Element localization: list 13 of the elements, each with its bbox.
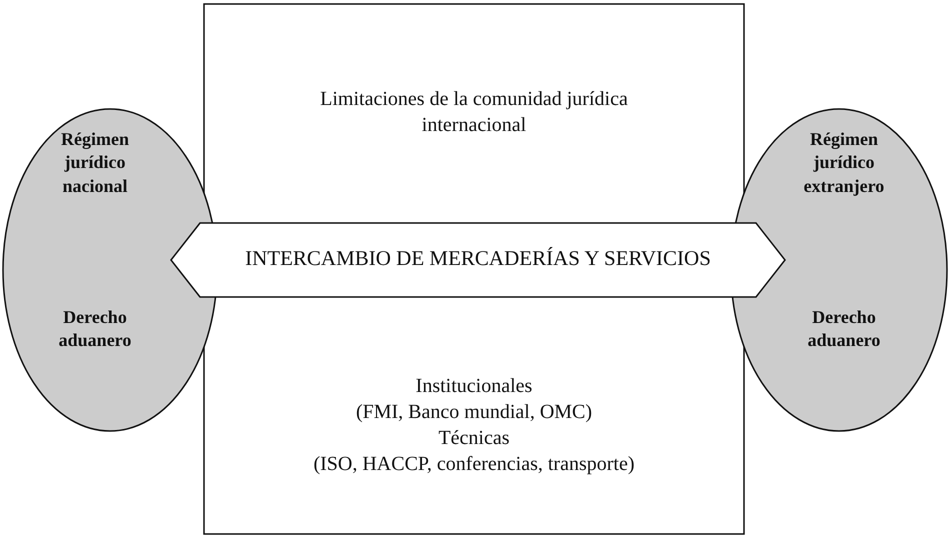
- double-arrow-shape: [170, 222, 786, 298]
- node-text: Institucionales: [414, 374, 534, 399]
- ellipse-node: [730, 108, 948, 432]
- node-text: Derecho aduanero: [58, 306, 132, 352]
- ellipse-node: [2, 108, 218, 432]
- node-text: Limitaciones de la comunidad jurídica internacional: [319, 87, 629, 138]
- node-text: Régimen jurídico nacional: [60, 128, 130, 198]
- node-text: INTERCAMBIO DE MERCADERÍAS Y SERVICIOS: [244, 245, 712, 272]
- node-text: (FMI, Banco mundial, OMC): [354, 400, 594, 425]
- node-text: Régimen jurídico extranjero: [802, 128, 886, 198]
- node-text: Derecho aduanero: [806, 306, 882, 352]
- node-text: (ISO, HACCP, conferencias, transporte): [312, 452, 636, 477]
- node-text: Técnicas: [437, 426, 511, 451]
